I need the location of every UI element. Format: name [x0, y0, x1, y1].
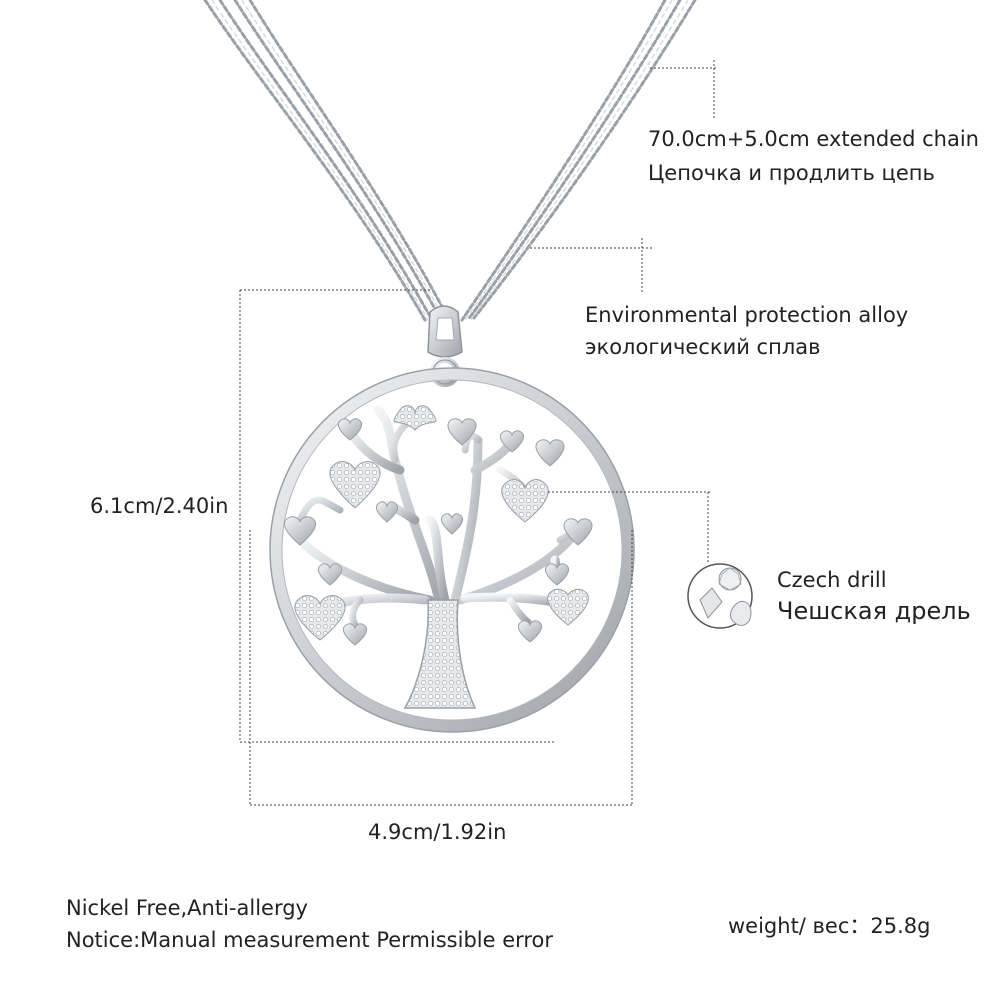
chain-length-label-en: 70.0cm+5.0cm extended chain	[648, 127, 979, 151]
crystal-stones-icon	[687, 563, 753, 629]
width-label: 4.9cm/1.92in	[368, 820, 507, 844]
chain-icon	[203, 0, 697, 322]
material-label-en: Environmental protection alloy	[585, 303, 909, 327]
chain-length-label-ru: Цепочка и продлить цепь	[648, 161, 935, 185]
weight-label: weight/ вес：25.8g	[728, 914, 931, 938]
height-label: 6.1cm/2.40in	[90, 494, 229, 518]
measurement-guides	[239, 60, 718, 806]
tree-of-life-pendant-icon	[269, 305, 635, 733]
material-label-ru: экологический сплав	[585, 335, 821, 359]
measurement-notice: Notice:Manual measurement Permissible er…	[66, 928, 554, 952]
stone-label-en: Czech drill	[777, 568, 887, 592]
nickel-free-note: Nickel Free,Anti-allergy	[66, 896, 308, 920]
stone-label-ru: Чешская дрель	[777, 597, 971, 625]
